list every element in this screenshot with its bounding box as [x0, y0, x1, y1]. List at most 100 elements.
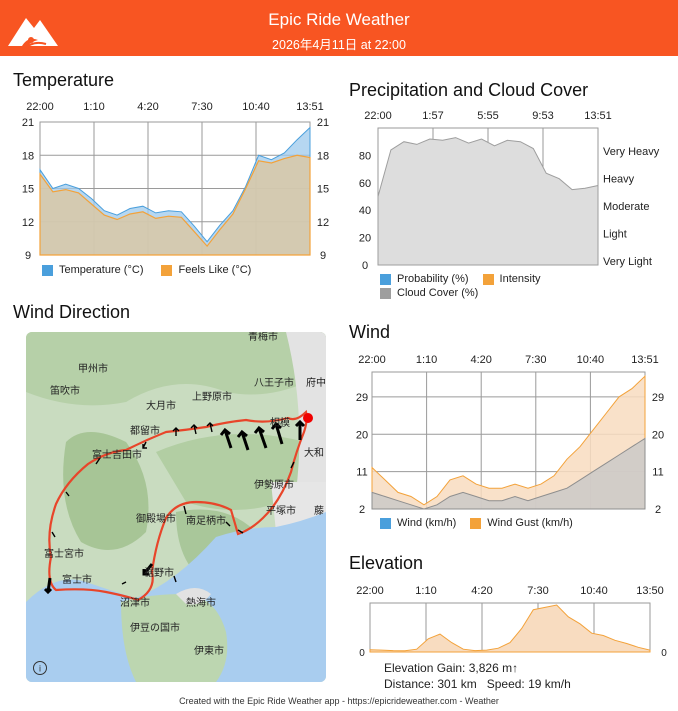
y-tick-label: 12 [22, 217, 34, 229]
y-tick-label: 40 [359, 205, 371, 217]
time-tick-label: 13:51 [631, 354, 659, 366]
time-tick-label: 1:10 [415, 585, 436, 597]
time-tick-label: 4:20 [471, 585, 492, 597]
time-tick-label: 22:00 [26, 101, 54, 113]
y-tick-label: 29 [652, 392, 664, 404]
y-tick-label: 21 [317, 117, 329, 129]
legend-wind-gust: Wind Gust (km/h) [470, 517, 573, 529]
feels-like-area [39, 154, 311, 256]
y-tick-label: 9 [320, 250, 326, 261]
intensity-label: Heavy [603, 174, 635, 186]
legend-swatch-probability [380, 273, 391, 285]
time-tick-label: 4:20 [137, 101, 158, 113]
legend-temperature: Temperature (°C) [42, 264, 143, 276]
legend-swatch-intensity [482, 273, 494, 285]
y-tick-label: 2 [655, 504, 661, 515]
temperature-legend: Temperature (°C) Feels Like (°C) [42, 264, 251, 276]
legend-swatch-wind-gust [470, 517, 482, 529]
map-place-label: 熱海市 [186, 596, 216, 609]
time-tick-label: 13:51 [584, 110, 612, 122]
ride-datetime: 2026年4月11日 at 22:00 [272, 38, 406, 52]
map-place-label: 裾野市 [144, 566, 174, 579]
y-tick-label: 21 [22, 117, 34, 129]
cloud-cover-area [377, 137, 599, 266]
map-place-label: 伊豆の国市 [130, 621, 180, 634]
wind-direction-map[interactable]: 青梅市甲州市八王子市府中笛吹市大月市上野原市都留市相模富士吉田市大和伊勢原市御殿… [26, 332, 326, 682]
time-tick-label: 9:53 [532, 110, 553, 122]
elevation-y-zero-right: 0 [661, 648, 667, 659]
wind-gust-area [371, 375, 646, 510]
map-place-label: 相模 [270, 416, 290, 429]
map-place-label: 富士市 [62, 573, 92, 586]
time-tick-label: 10:40 [577, 354, 605, 366]
legend-cloud-cover: Cloud Cover (%) [380, 287, 620, 299]
map-place-label: 甲州市 [78, 362, 108, 375]
y-tick-label: 20 [359, 233, 371, 245]
legend-swatch-temperature [42, 264, 53, 276]
map-place-label: 藤 [314, 505, 324, 517]
time-tick-label: 1:10 [83, 101, 104, 113]
y-tick-label: 20 [652, 429, 664, 441]
svg-text:i: i [39, 664, 41, 674]
map-place-label: 平塚市 [266, 504, 296, 517]
ride-distance: Distance: 301 km [384, 677, 477, 691]
time-tick-label: 22:00 [356, 585, 384, 597]
footer-credit: Created with the Epic Ride Weather app -… [179, 696, 499, 706]
map-place-label: 大和 [304, 446, 324, 459]
y-tick-label: 12 [317, 217, 329, 229]
legend-probability: Probability (%) [380, 273, 469, 285]
map-place-label: 伊東市 [194, 644, 224, 657]
elevation-area [369, 604, 651, 653]
legend-label: Temperature (°C) [59, 264, 144, 276]
legend-label: Wind (km/h) [397, 517, 457, 529]
y-tick-label: 0 [362, 260, 368, 271]
ride-speed: Speed: 19 km/h [486, 677, 571, 691]
map-place-label: 八王子市 [254, 376, 294, 389]
map-place-label: 南足柄市 [186, 514, 226, 527]
legend-intensity: Intensity [482, 273, 541, 285]
wind-title: Wind [349, 322, 391, 342]
info-icon[interactable]: i [33, 661, 47, 675]
map-place-label: 富士宮市 [44, 547, 84, 560]
intensity-label: Very Light [603, 256, 652, 268]
time-tick-label: 5:55 [477, 110, 498, 122]
map-place-label: 都留市 [130, 424, 160, 437]
map-place-label: 笛吹市 [50, 384, 80, 397]
precipitation-legend: Probability (%) Intensity Cloud Cover (%… [380, 273, 620, 299]
wind-direction-title: Wind Direction [13, 302, 131, 322]
time-tick-label: 7:30 [191, 101, 212, 113]
map-place-label: 富士吉田市 [92, 448, 142, 461]
y-tick-label: 29 [356, 392, 368, 404]
wind-speed-area [371, 437, 646, 510]
time-tick-label: 22:00 [358, 354, 386, 366]
time-tick-label: 1:10 [416, 354, 437, 366]
y-tick-label: 11 [356, 467, 367, 479]
y-tick-label: 18 [317, 150, 329, 162]
y-tick-label: 20 [356, 429, 368, 441]
time-tick-label: 10:40 [580, 585, 608, 597]
y-tick-label: 80 [359, 150, 371, 162]
legend-swatch-cloud-cover [380, 287, 391, 299]
map-place-label: 青梅市 [248, 332, 278, 343]
legend-wind: Wind (km/h) [380, 517, 456, 529]
precipitation-title: Precipitation and Cloud Cover [349, 80, 589, 100]
intensity-label: Light [603, 229, 627, 241]
legend-swatch-feels-like [161, 264, 173, 276]
time-tick-label: 13:50 [636, 585, 664, 597]
legend-label: Feels Like (°C) [178, 264, 252, 276]
y-tick-label: 9 [25, 250, 31, 261]
legend-label: Cloud Cover (%) [397, 287, 479, 299]
elevation-y-zero-left: 0 [359, 648, 365, 659]
